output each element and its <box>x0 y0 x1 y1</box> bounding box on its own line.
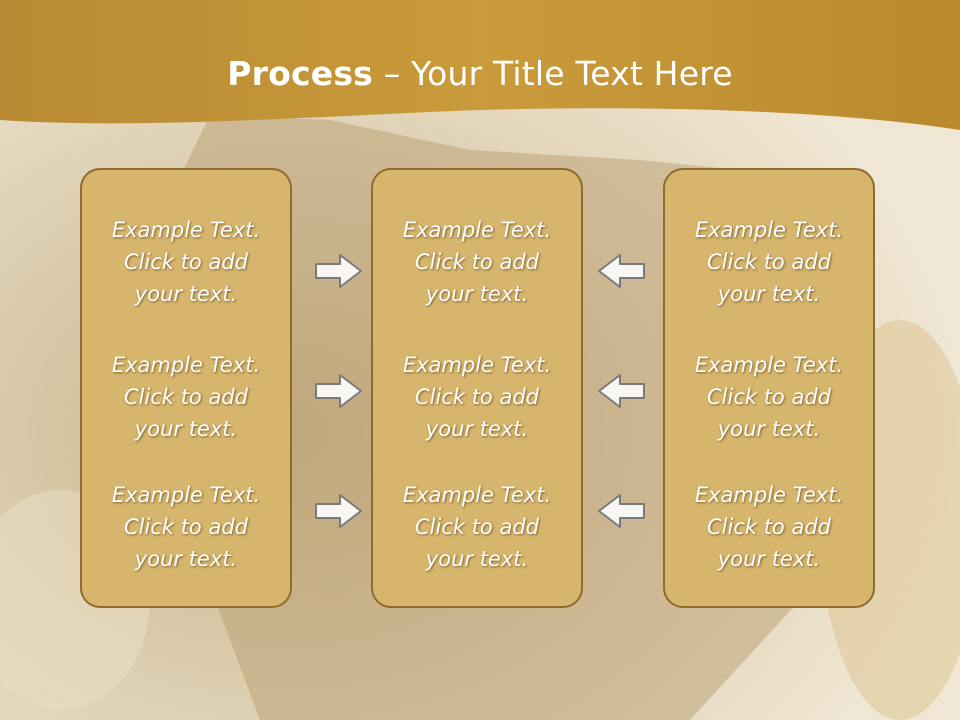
text-line: Click to add <box>414 250 539 274</box>
title-bold: Process <box>227 54 374 93</box>
text-line: your text. <box>134 417 238 441</box>
text-line: your text. <box>134 547 238 571</box>
text-block[interactable]: Example Text. Click to add your text. <box>665 214 873 310</box>
text-block[interactable]: Example Text. Click to add your text. <box>82 479 290 575</box>
text-line: Click to add <box>706 515 831 539</box>
process-box-left[interactable]: Example Text. Click to add your text. Ex… <box>80 168 292 608</box>
arrow-right-icon[interactable] <box>314 372 364 410</box>
text-block[interactable]: Example Text. Click to add your text. <box>373 349 581 445</box>
text-block[interactable]: Example Text. Click to add your text. <box>373 479 581 575</box>
text-line: Example Text. <box>111 483 261 507</box>
arrow-left-icon[interactable] <box>596 252 646 290</box>
text-line: Example Text. <box>694 353 844 377</box>
process-box-right[interactable]: Example Text. Click to add your text. Ex… <box>663 168 875 608</box>
text-line: your text. <box>134 282 238 306</box>
text-line: Example Text. <box>694 483 844 507</box>
process-box-center[interactable]: Example Text. Click to add your text. Ex… <box>371 168 583 608</box>
text-line: Click to add <box>123 385 248 409</box>
text-block[interactable]: Example Text. Click to add your text. <box>665 479 873 575</box>
text-line: Example Text. <box>111 353 261 377</box>
arrow-right-icon[interactable] <box>314 492 364 530</box>
text-line: your text. <box>717 417 821 441</box>
text-line: Click to add <box>706 385 831 409</box>
text-line: your text. <box>425 282 529 306</box>
text-line: your text. <box>717 547 821 571</box>
text-block[interactable]: Example Text. Click to add your text. <box>82 214 290 310</box>
text-line: your text. <box>717 282 821 306</box>
text-line: Example Text. <box>402 483 552 507</box>
text-block[interactable]: Example Text. Click to add your text. <box>373 214 581 310</box>
arrow-left-icon[interactable] <box>596 492 646 530</box>
arrow-left-icon[interactable] <box>596 372 646 410</box>
arrow-right-icon[interactable] <box>314 252 364 290</box>
text-line: your text. <box>425 547 529 571</box>
text-block[interactable]: Example Text. Click to add your text. <box>82 349 290 445</box>
text-line: Example Text. <box>111 218 261 242</box>
text-line: Click to add <box>414 515 539 539</box>
text-line: Click to add <box>414 385 539 409</box>
text-line: Example Text. <box>402 353 552 377</box>
text-block[interactable]: Example Text. Click to add your text. <box>665 349 873 445</box>
title-rest: – Your Title Text Here <box>373 54 733 93</box>
slide-title[interactable]: Process – Your Title Text Here <box>0 54 960 93</box>
text-line: Click to add <box>706 250 831 274</box>
text-line: your text. <box>425 417 529 441</box>
text-line: Click to add <box>123 250 248 274</box>
text-line: Click to add <box>123 515 248 539</box>
text-line: Example Text. <box>402 218 552 242</box>
text-line: Example Text. <box>694 218 844 242</box>
